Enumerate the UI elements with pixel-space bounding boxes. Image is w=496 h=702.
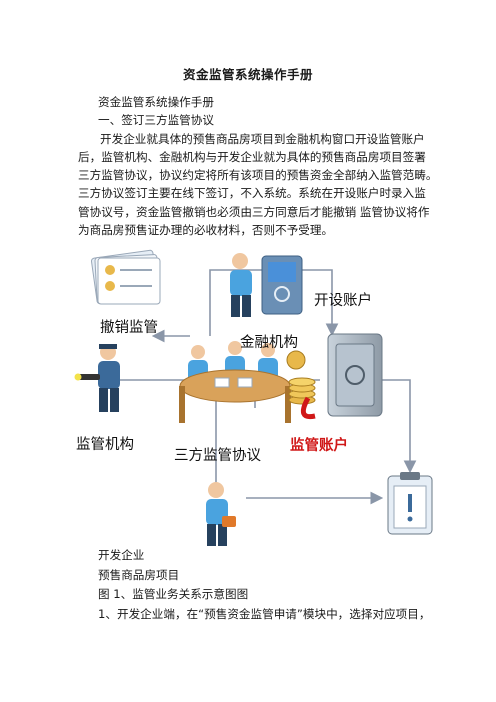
- person-at-terminal-icon: [230, 253, 303, 317]
- document-stack-icon: [90, 249, 161, 305]
- caption-block: 开发企业 预售商品房项目 图 1、监管业务关系示意图图 1、开发企业端，在“预售…: [78, 546, 438, 624]
- label-developer: 开发企业: [98, 548, 145, 562]
- paragraph-line: 管协议号，资金监管撤销也必须由三方同意后才能撤销 监管协议将作: [78, 204, 430, 219]
- label-cancel-regulation: 撤销监管: [100, 320, 158, 336]
- vault-coins-icon: [286, 333, 383, 420]
- label-regulator: 监管机构: [76, 437, 134, 453]
- step-1-text: 1、开发企业端，在“预售资金监管申请”模块中，选择对应项目，: [98, 606, 431, 621]
- label-open-account: 开设账户: [314, 293, 372, 309]
- relationship-diagram: 撤销监管 开设账户 金融机构 监管机构 三方监管协议 监管账户: [70, 248, 442, 548]
- label-three-party-agreement: 三方监管协议: [174, 448, 261, 464]
- diagram-graphics: [74, 249, 433, 546]
- project-clipboard-icon: [387, 472, 433, 535]
- intro-line: 资金监管系统操作手册: [98, 95, 214, 109]
- section-heading: 一、签订三方监管协议: [98, 113, 214, 128]
- developer-person-icon: [206, 482, 236, 546]
- paragraph-line: 后，监管机构、金融机构与开发企业就为具体的预售商品房项目签署: [78, 149, 426, 164]
- document-body: 资金监管系统操作手册 一、签订三方监管协议 开发企业就具体的预售商品房项目到金融…: [78, 93, 438, 239]
- regulator-officer-icon: [74, 344, 120, 412]
- paragraph-line: 三方协议签订主要在线下签订，不入系统。系统在开设账户时录入监: [78, 186, 426, 201]
- label-presale-project: 预售商品房项目: [98, 567, 180, 582]
- label-financial-institution: 金融机构: [240, 335, 298, 351]
- meeting-table-icon: [179, 341, 291, 423]
- label-supervised-account: 监管账户: [290, 438, 348, 454]
- figure-caption: 图 1、监管业务关系示意图图: [98, 587, 249, 601]
- document-title: 资金监管系统操作手册: [182, 67, 313, 82]
- paragraph-line: 开发企业就具体的预售商品房项目到金融机构窗口开设监管账户: [100, 131, 425, 146]
- paragraph-line: 为商品房预售证办理的必收材料，否则不予受理。: [78, 223, 334, 238]
- paragraph-line: 三方监管协议，协议约定将所有该项目的预售资金全部纳入监管范畴。: [78, 168, 438, 183]
